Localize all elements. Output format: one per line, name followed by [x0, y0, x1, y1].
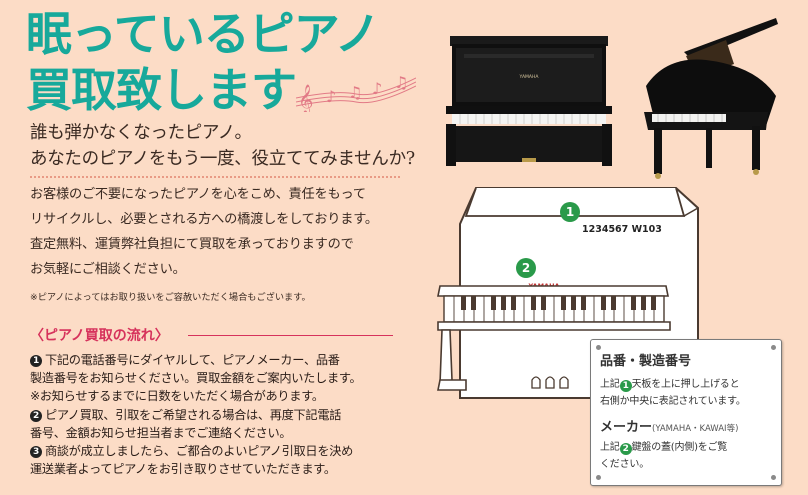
upright-piano-photo: YAMAHA [446, 36, 612, 166]
flow-heading-rule [188, 335, 393, 336]
svg-text:𝄞: 𝄞 [298, 84, 313, 112]
pin-icon [771, 475, 776, 480]
step-2-text-1: ピアノ買取、引取をご希望される場合は、再度下記電話 [45, 407, 342, 422]
step-3-number-badge: 3 [30, 446, 42, 459]
intro-line-3: 査定無料、運賃弊社負担にて買取を承っておりますので [30, 237, 354, 252]
dotted-divider [30, 176, 400, 178]
step-1-text-1: 下記の電話番号にダイヤルして、ピアノメーカー、品番 [45, 353, 340, 367]
flow-heading: 〈ピアノ買取の流れ〉 [30, 328, 169, 344]
intro-paragraph: お客様のご不要になったピアノを心をこめ、責任をもって リサイクルし、必要とされる… [30, 182, 378, 282]
maker-line-2: ください。 [600, 459, 649, 470]
pin-icon [596, 345, 601, 350]
serial-number-label: 1234567 W103 [582, 224, 662, 235]
svg-text:♪: ♪ [372, 79, 382, 98]
step-3-text-1: 商談が成立しましたら、ご都合のよいピアノ引取日を決め [45, 444, 353, 459]
disclaimer-note: ※ピアノによってはお取り扱いをご容赦いただく場合もございます。 [30, 292, 311, 303]
upright-brand-logo: YAMAHA [519, 74, 540, 80]
intro-line-4: お気軽にご相談ください。 [30, 262, 186, 277]
page-title: 眠っているピアノ 買取致します [26, 6, 381, 118]
subheading: 誰も弾かなくなったピアノ。 あなたのピアノをもう一度、役立ててみませんか? [30, 120, 415, 172]
svg-text:♪: ♪ [326, 87, 336, 106]
svg-text:2: 2 [522, 261, 530, 275]
info-marker-1: 1 [619, 380, 632, 392]
info-marker-2: 2 [619, 443, 632, 455]
subheading-line-2: あなたのピアノをもう一度、役立ててみませんか? [30, 149, 415, 169]
title-line-1: 眠っているピアノ [26, 7, 381, 61]
intro-line-2: リサイクルし、必要とされる方への橋渡しをしております。 [30, 212, 378, 227]
music-notes-icon: 𝄞 ♪ ♫ ♪ ♫ [296, 73, 416, 112]
maker-examples: (YAMAHA・KAWAI等) [652, 424, 739, 434]
step-3-line-2: 運送業者よってピアノをお引き取りさせていただきます。 [30, 462, 336, 477]
step-2-line-2: 番号、金額お知らせ担当者までご連絡ください。 [30, 425, 292, 440]
pin-icon [771, 345, 776, 350]
marker-1 [560, 202, 580, 222]
title-line-2: 買取致します [26, 63, 297, 117]
svg-text:♫: ♫ [348, 83, 362, 102]
step-1-line-2: 製造番号をお知らせください。買取金額をご案内いたします。 [30, 371, 362, 386]
step-2-number-badge: 2 [30, 409, 42, 422]
marker-2 [516, 258, 536, 278]
svg-text:1: 1 [566, 205, 574, 219]
grand-piano-photo [644, 18, 778, 179]
subheading-line-1: 誰も弾かなくなったピアノ。 [30, 123, 252, 143]
model-serial-heading: 品番・製造番号 [600, 354, 692, 369]
svg-text:♫: ♫ [394, 73, 408, 92]
step-1-line-3: ※お知らせするまでに日数をいただく場合があります。 [30, 389, 324, 404]
pin-icon [596, 475, 601, 480]
intro-line-1: お客様のご不要になったピアノを心をこめ、責任をもって [30, 187, 366, 202]
model-serial-line-2: 右側か中央に表記されています。 [600, 396, 746, 407]
step-1-number-badge: 1 [30, 355, 42, 367]
maker-heading: メーカー(YAMAHA・KAWAI等) [600, 420, 739, 435]
